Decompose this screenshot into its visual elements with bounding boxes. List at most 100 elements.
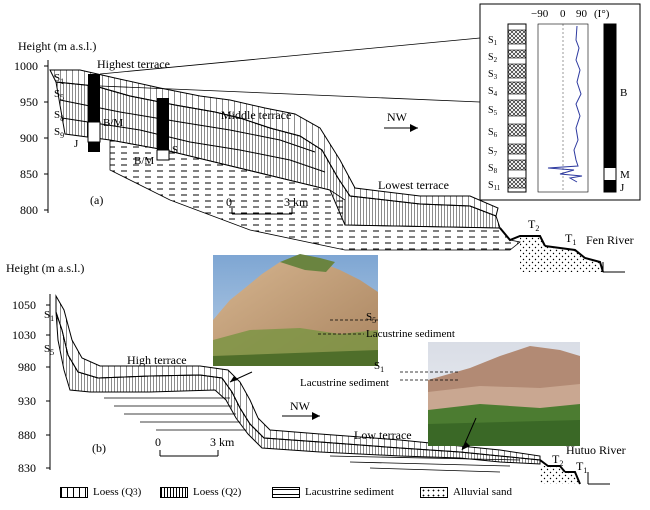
svg-text:J: J <box>74 138 79 150</box>
svg-text:S4: S4 <box>488 86 498 98</box>
svg-text:S3: S3 <box>488 69 498 81</box>
panel-a-y-ticks <box>44 65 48 211</box>
panel-a-section-highest <box>87 74 101 152</box>
svg-text:B/M: B/M <box>103 117 123 129</box>
svg-text:S9: S9 <box>54 126 64 140</box>
svg-text:S8: S8 <box>54 109 64 123</box>
svg-text:S5: S5 <box>54 88 64 102</box>
panel-b-profile-labels: S1 S5 <box>44 309 54 357</box>
panel-a-middle-terrace-label: Middle terrace <box>221 108 291 122</box>
panel-a-tick-850: 850 <box>20 167 38 181</box>
panel-b-scale-end: 3 km <box>210 435 235 449</box>
panel-a-t2-surface <box>499 227 546 247</box>
legend-item-lacustrine: Lacustrine sediment <box>272 486 394 498</box>
panel-b-t1-label: T1 <box>576 459 587 475</box>
legend-swatch-alluvial-sand <box>420 486 448 498</box>
panel-b-t2-label: T2 <box>552 452 563 468</box>
svg-text:S2: S2 <box>488 52 498 64</box>
panel-a-inset-connector <box>99 37 481 75</box>
legend-item-alluvial-sand: Alluvial sand <box>420 486 512 498</box>
inset-tick-unit: (I°) <box>594 8 610 20</box>
photo2-pointer-head <box>462 442 470 450</box>
photo1-lacustrine-label: Lacustrine sediment <box>366 328 455 340</box>
panel-a-t1-surface <box>544 245 604 273</box>
panel-a-direction-label: NW <box>387 110 408 124</box>
panel-b-river-label: Hutuo River <box>566 443 626 457</box>
panel-b: Height (m a.s.l.) 1050 1030 980 930 880 … <box>6 254 626 485</box>
svg-text:S5: S5 <box>488 105 498 117</box>
panel-b-low-terrace-label: Low terrace <box>354 428 412 442</box>
inset-polarity-m: M <box>620 169 630 181</box>
svg-text:S11: S11 <box>488 180 501 192</box>
panel-b-lacustrine-lines <box>104 397 521 473</box>
photo-high-terrace <box>213 254 378 366</box>
panel-b-tick-830: 830 <box>18 461 36 475</box>
svg-text:S8: S8 <box>488 163 498 175</box>
panel-b-scale-bar <box>159 450 219 457</box>
panel-b-tick-880: 880 <box>18 428 36 442</box>
inset-tick-90: 90 <box>576 8 588 20</box>
panel-a-highest-terrace-label: Highest terrace <box>97 57 170 71</box>
panel-b-y-axis-title: Height (m a.s.l.) <box>6 261 84 275</box>
panel-a-y-axis-title: Height (m a.s.l.) <box>18 39 96 53</box>
panel-b-t2-surface <box>539 459 566 473</box>
svg-text:S: S <box>172 144 178 156</box>
panel-a-river-label: Fen River <box>586 233 634 247</box>
inset-polarity-j: J <box>620 182 625 194</box>
panel-a-alluvial-sand <box>520 236 603 272</box>
panel-b-t1-surface <box>565 471 581 485</box>
panel-a-t1-label: T1 <box>565 231 576 247</box>
panel-a-inset: −90 0 90 (I°) S1 S2 S3 S4 <box>479 3 641 201</box>
svg-text:S1: S1 <box>44 309 54 323</box>
panel-b-tick-980: 980 <box>18 360 36 374</box>
photo1-s5-label: S5 <box>366 311 376 325</box>
legend-swatch-loess-q3 <box>60 486 88 498</box>
panel-a-direction-arrow <box>384 124 418 132</box>
panel-b-scale-start: 0 <box>155 435 161 449</box>
panel-a-tick-950: 950 <box>20 95 38 109</box>
panel-a-label: (a) <box>90 193 103 207</box>
panel-a-tick-900: 900 <box>20 131 38 145</box>
inset-tick-0: 0 <box>560 8 566 20</box>
inset-polarity-b: B <box>620 87 627 99</box>
svg-text:S6: S6 <box>488 127 498 139</box>
inset-soil-labels: S1 S2 S3 S4 S5 S6 S7 S8 S11 <box>488 35 501 192</box>
panel-a-scale-bar <box>231 208 293 215</box>
legend-swatch-lacustrine <box>272 486 300 498</box>
legend-swatch-loess-q2 <box>160 486 188 498</box>
panel-b-tick-1030: 1030 <box>12 328 36 342</box>
photo1-pointer-head <box>230 376 238 382</box>
panel-b-alluvial-sand <box>540 466 580 484</box>
panel-a-scale-start: 0 <box>226 195 232 209</box>
panel-b-tick-1050: 1050 <box>12 298 36 312</box>
photo2-s1-label: S1 <box>374 360 384 374</box>
panel-a-lowest-terrace-label: Lowest terrace <box>378 178 449 192</box>
panel-a-scale-end: 3 km <box>284 195 309 209</box>
panel-b-high-terrace-label: High terrace <box>127 353 187 367</box>
panel-a-profile-labels: S1 S5 S8 S9 J B/M B/M S <box>54 72 178 167</box>
svg-text:S1: S1 <box>488 35 498 47</box>
panel-a-strat-line <box>61 117 326 173</box>
panel-a-inset-connector <box>99 85 481 103</box>
svg-text:S7: S7 <box>488 146 498 158</box>
svg-text:S5: S5 <box>44 343 54 357</box>
panel-a-t2-label: T2 <box>528 217 539 233</box>
svg-text:S1: S1 <box>54 72 64 86</box>
panel-b-y-ticks <box>46 304 50 469</box>
panel-a-strat-line <box>59 99 316 153</box>
panel-b-direction-label: NW <box>290 399 311 413</box>
panel-b-direction-arrow <box>282 412 320 420</box>
panel-b-loess-q3-cap <box>55 294 541 461</box>
panel-a-tick-1000: 1000 <box>14 59 38 73</box>
panel-a-tick-800: 800 <box>20 203 38 217</box>
photo2-pointer <box>461 417 477 451</box>
panel-a: Height (m a.s.l.) 1000 950 900 850 800 <box>14 3 641 273</box>
inset-tick-neg90: −90 <box>531 8 549 20</box>
photo-low-terrace <box>428 342 580 446</box>
photo2-lacustrine-label: Lacustrine sediment <box>300 377 389 389</box>
panel-b-tick-930: 930 <box>18 394 36 408</box>
